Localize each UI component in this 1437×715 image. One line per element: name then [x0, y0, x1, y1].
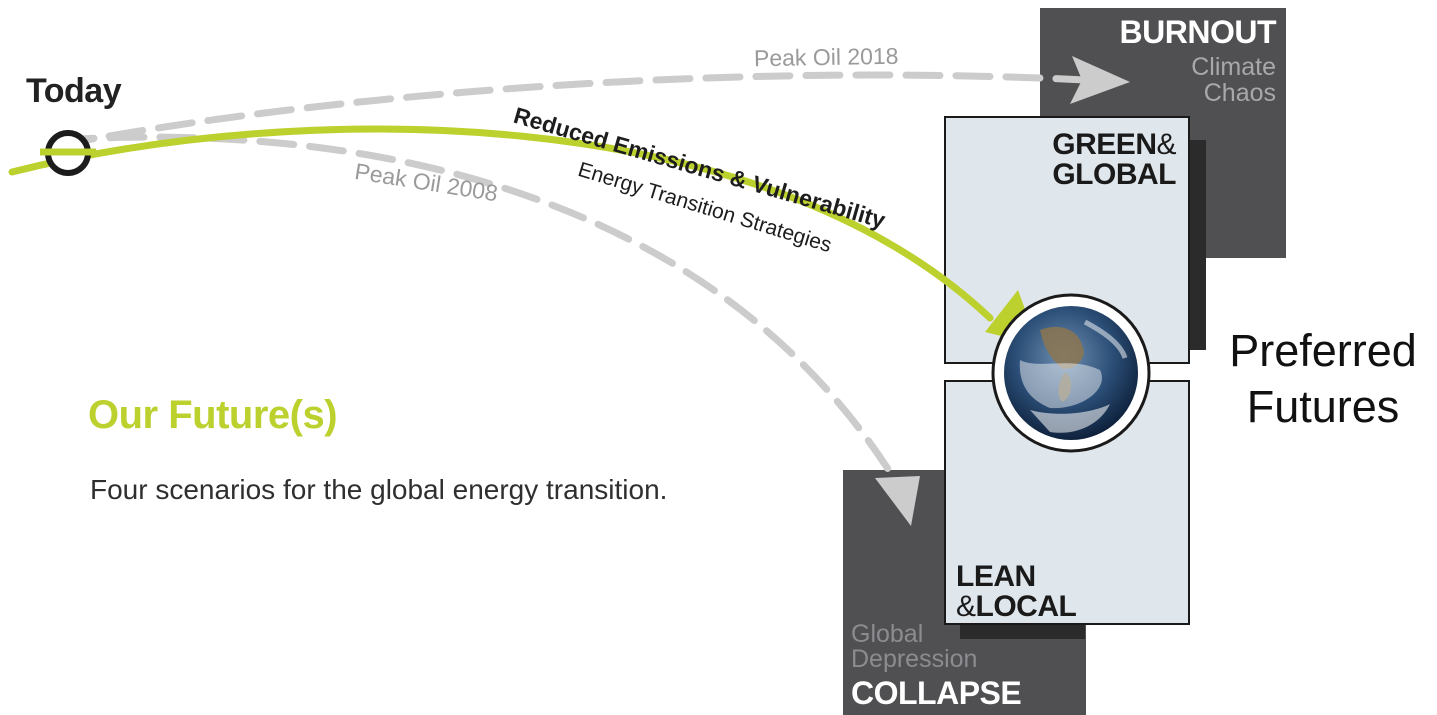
lean-local-card: LEAN &LOCAL [944, 380, 1190, 625]
today-label: Today [26, 72, 122, 110]
green-global-title: GREEN& GLOBAL [1052, 128, 1176, 191]
lean-local-title: LEAN &LOCAL [956, 560, 1077, 623]
reduced-emissions-path [8, 125, 994, 322]
peak-oil-2008-path [56, 133, 899, 484]
page-heading: Our Future(s) [88, 393, 338, 437]
burnout-title: BURNOUT [1119, 14, 1277, 50]
collapse-title: COLLAPSE [851, 675, 1022, 711]
burnout-subtitle: Climate Chaos [1191, 53, 1276, 107]
preferred-futures-label: Preferred Futures [1229, 325, 1417, 432]
page-description: Four scenarios for the global energy tra… [90, 474, 668, 505]
green-global-shadow [1188, 140, 1206, 350]
collapse-subtitle: Global Depression [851, 620, 978, 673]
peak-oil-2018-arrowhead [1070, 56, 1130, 104]
peak-oil-2008-arrowhead [875, 476, 920, 526]
lean-local-shadow [960, 625, 1085, 639]
peak-oil-2018-label: Peak Oil 2018 [753, 42, 899, 72]
peak-oil-2018-path [56, 71, 1089, 149]
green-global-card: GREEN& GLOBAL [944, 116, 1190, 364]
